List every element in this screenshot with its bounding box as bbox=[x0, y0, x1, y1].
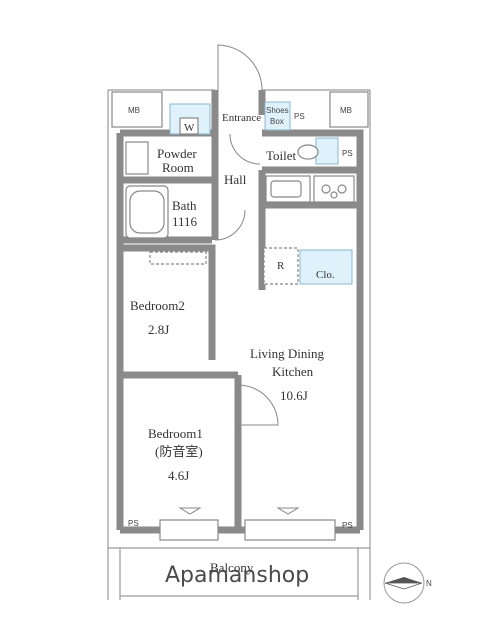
ps-bottom-right-label: PS bbox=[342, 521, 353, 530]
fridge-and-closet: R Clo. bbox=[263, 247, 353, 285]
balcony-label: Balcony bbox=[210, 560, 254, 575]
entrance-label: Entrance bbox=[222, 112, 261, 124]
closet-label: Clo. bbox=[316, 269, 335, 281]
balcony-area: Balcony bbox=[108, 547, 370, 600]
ldk-size: 10.6J bbox=[280, 388, 308, 403]
balcony-windows bbox=[159, 507, 336, 541]
mb-left-label: MB bbox=[128, 106, 140, 115]
box-label: Box bbox=[270, 117, 284, 126]
ps-toilet-label: PS bbox=[342, 149, 353, 158]
mb-right-label: MB bbox=[340, 106, 352, 115]
powder-room-label-1: Powder bbox=[157, 146, 197, 161]
toilet-fixtures bbox=[297, 137, 339, 165]
bedroom2-label: Bedroom2 bbox=[130, 298, 185, 313]
bedroom1-size: 4.6J bbox=[168, 468, 189, 483]
bath-label: Bath bbox=[172, 198, 197, 213]
sink bbox=[125, 141, 149, 175]
ldk-label-1: Living Dining bbox=[250, 346, 325, 361]
mb-right-box bbox=[329, 91, 369, 128]
bedroom1-note: (防音室) bbox=[155, 444, 203, 459]
ps-bottom-left-label: PS bbox=[128, 519, 139, 528]
washer-label: W bbox=[184, 122, 195, 134]
bathtub bbox=[125, 185, 169, 239]
fridge-label: R bbox=[277, 260, 285, 272]
bath-size: 1116 bbox=[172, 214, 198, 229]
apamanshop-watermark: Apamanshop bbox=[165, 563, 309, 588]
compass-north-label: N bbox=[426, 579, 432, 588]
mb-left-box bbox=[111, 91, 163, 128]
powder-room-label-2: Room bbox=[162, 160, 194, 175]
interior-walls bbox=[120, 90, 360, 530]
hall-label: Hall bbox=[224, 172, 247, 187]
interior-doors bbox=[214, 133, 279, 426]
ldk-label-2: Kitchen bbox=[272, 364, 314, 379]
bedroom2-closet bbox=[149, 251, 207, 265]
compass-icon: N bbox=[383, 562, 432, 604]
entrance-door bbox=[217, 44, 263, 91]
shoe-box: Shoes Box bbox=[264, 101, 291, 131]
bedroom1-label: Bedroom1 bbox=[148, 426, 203, 441]
ps-entrance-label: PS bbox=[294, 112, 305, 121]
shoes-label: Shoes bbox=[266, 106, 289, 115]
kitchen-counter bbox=[265, 175, 355, 203]
washer-area: W bbox=[169, 103, 211, 135]
bedroom2-size: 2.8J bbox=[148, 322, 169, 337]
toilet-label: Toilet bbox=[266, 148, 297, 163]
